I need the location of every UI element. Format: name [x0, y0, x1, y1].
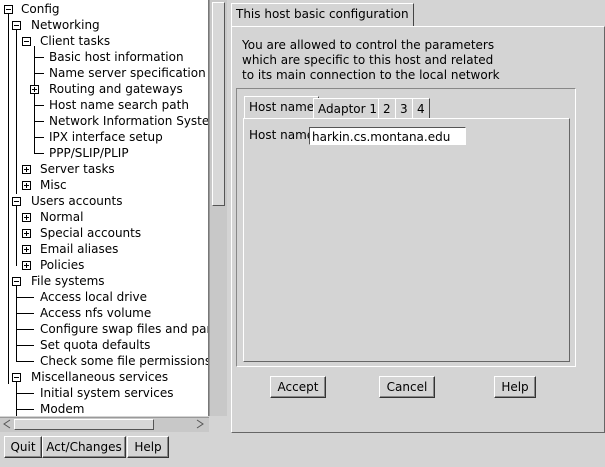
tab-adaptor-1[interactable]: Adaptor 1 [313, 98, 383, 119]
tree-item-initial-system-services[interactable]: Initial system services [16, 385, 173, 401]
expand-icon[interactable] [30, 85, 39, 94]
tree-item-ipx-interface-setup[interactable]: IPX interface setup [34, 129, 163, 145]
tree-item-misc[interactable]: Misc [22, 177, 67, 193]
host-name-tab-panel [243, 118, 570, 362]
tree-connector [16, 286, 17, 362]
tree-item-ppp-slip-plip[interactable]: PPP/SLIP/PLIP [34, 145, 129, 161]
settings-frame [236, 88, 576, 367]
tree-item-server-tasks[interactable]: Server tasks [22, 161, 115, 177]
help-button[interactable]: Help [127, 436, 169, 458]
act-changes-button[interactable]: Act/Changes [42, 436, 126, 458]
tab-adaptor-3[interactable]: 3 [395, 98, 413, 119]
collapse-icon[interactable] [4, 5, 13, 14]
tree-item-access-local-drive[interactable]: Access local drive [16, 289, 147, 305]
tab-adaptor-4[interactable]: 4 [412, 98, 430, 119]
config-tree[interactable]: Config Networking Client tasks Basic hos… [0, 0, 209, 416]
tree-item-access-nfs-volume[interactable]: Access nfs volume [16, 305, 151, 321]
tree-connector [16, 30, 17, 194]
tree-item-policies[interactable]: Policies [22, 257, 84, 273]
collapse-icon[interactable] [12, 373, 21, 382]
expand-icon[interactable] [22, 229, 31, 238]
tree-item-name-server-specification[interactable]: Name server specification (D [34, 65, 208, 81]
collapse-icon[interactable] [12, 21, 21, 30]
tree-item-file-systems[interactable]: File systems [12, 273, 105, 289]
expand-icon[interactable] [22, 261, 31, 270]
tab-host-basic-configuration[interactable]: This host basic configuration [231, 3, 414, 26]
tree-item-basic-host-information[interactable]: Basic host information [34, 49, 184, 65]
tree-connector [8, 14, 9, 384]
description-text: You are allowed to control the parameter… [242, 38, 500, 82]
accept-button[interactable]: Accept [270, 376, 326, 398]
tab-host-name[interactable]: Host name [244, 96, 320, 119]
quit-button[interactable]: Quit [4, 436, 42, 458]
tree-item-special-accounts[interactable]: Special accounts [22, 225, 141, 241]
scroll-left-icon[interactable] [2, 419, 12, 429]
tree-item-normal[interactable]: Normal [22, 209, 83, 225]
tree-item-email-aliases[interactable]: Email aliases [22, 241, 118, 257]
tree-connector [34, 46, 35, 154]
tree-vertical-scroll-thumb[interactable] [212, 2, 225, 206]
tree-item-miscellaneous-services[interactable]: Miscellaneous services [12, 369, 168, 385]
tree-item-routing-and-gateways[interactable]: Routing and gateways [30, 81, 183, 97]
collapse-icon[interactable] [12, 277, 21, 286]
tree-connector [16, 206, 17, 266]
host-name-input[interactable]: harkin.cs.montana.edu [309, 127, 466, 145]
scroll-right-icon[interactable] [195, 419, 205, 429]
host-name-label: Host name [249, 128, 315, 142]
expand-icon[interactable] [22, 213, 31, 222]
tree-item-client-tasks[interactable]: Client tasks [22, 33, 110, 49]
expand-icon[interactable] [22, 165, 31, 174]
tree-item-modem[interactable]: Modem [16, 401, 84, 416]
collapse-icon[interactable] [22, 37, 31, 46]
tree-item-set-quota-defaults[interactable]: Set quota defaults [16, 337, 150, 353]
tree-item-networking[interactable]: Networking [12, 17, 100, 33]
dialog-help-button[interactable]: Help [494, 376, 536, 398]
collapse-icon[interactable] [12, 197, 21, 206]
tree-item-check-file-permissions[interactable]: Check some file permissions [16, 353, 208, 369]
tree-item-configure-swap-files[interactable]: Configure swap files and parti [16, 321, 208, 337]
tree-item-host-name-search-path[interactable]: Host name search path [34, 97, 189, 113]
tree-connector [16, 382, 17, 416]
tree-horizontal-scroll-thumb[interactable] [14, 419, 154, 430]
cancel-button[interactable]: Cancel [379, 376, 435, 398]
expand-icon[interactable] [22, 245, 31, 254]
tree-item-network-information-system[interactable]: Network Information System [34, 113, 208, 129]
tab-adaptor-2[interactable]: 2 [378, 98, 396, 119]
tree-item-config[interactable]: Config [4, 1, 60, 17]
expand-icon[interactable] [22, 181, 31, 190]
tree-item-users-accounts[interactable]: Users accounts [12, 193, 122, 209]
